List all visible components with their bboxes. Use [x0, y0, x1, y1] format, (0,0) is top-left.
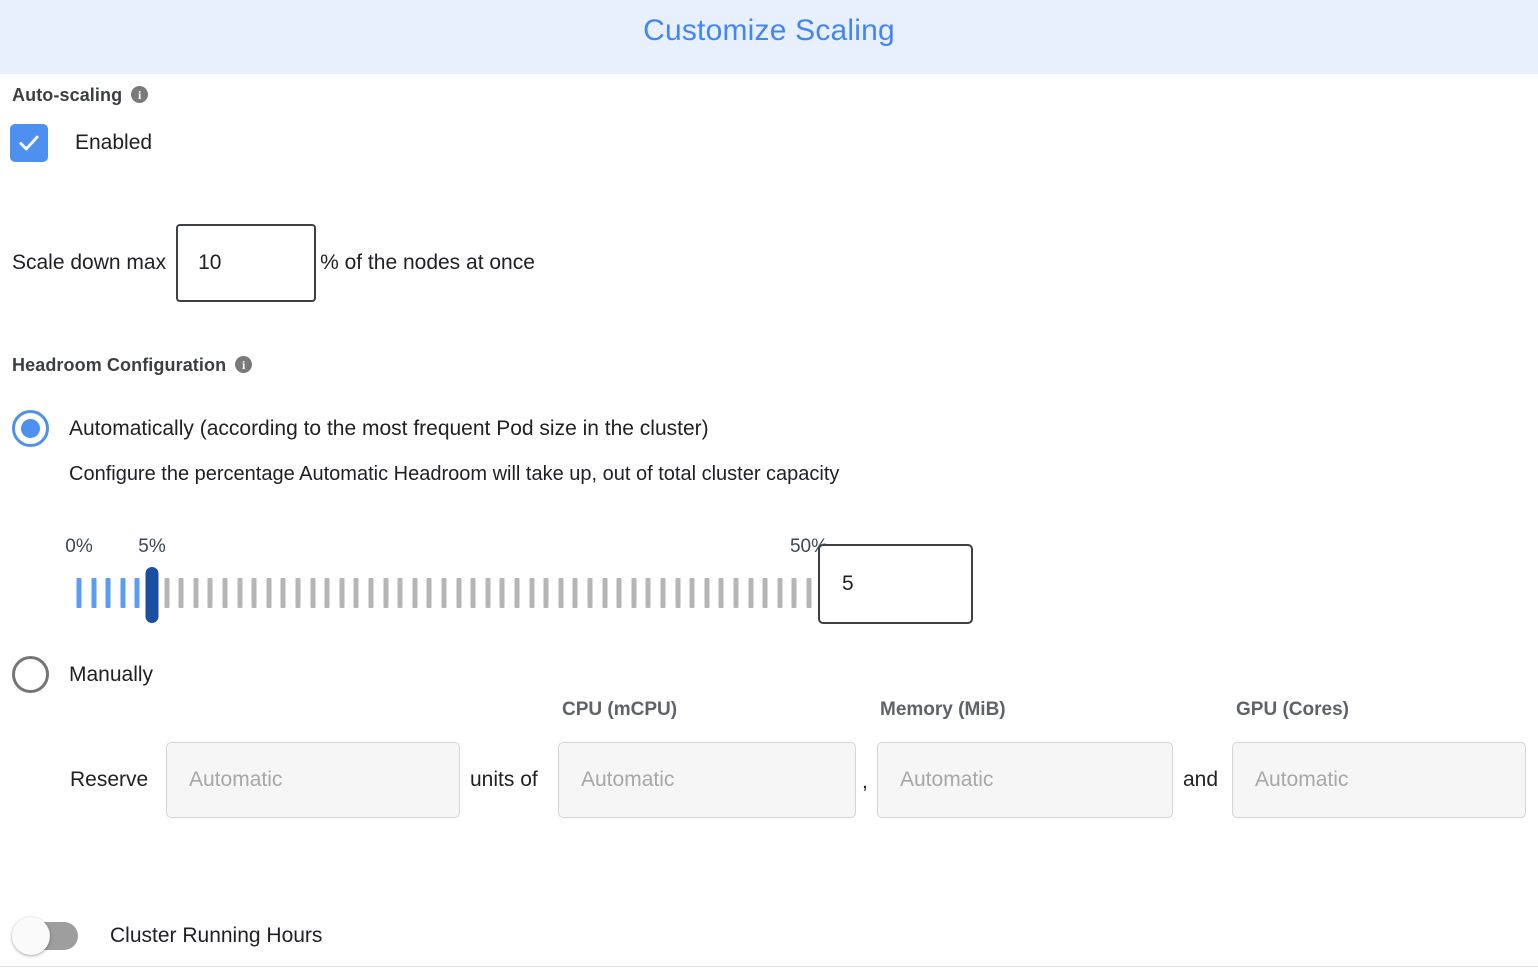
slider-tick: [456, 578, 462, 608]
enabled-checkbox-label: Enabled: [75, 131, 153, 154]
radio-option-manually[interactable]: Manually: [12, 656, 153, 693]
cluster-running-hours-toggle[interactable]: [12, 917, 78, 955]
scale-down-max-suffix: % of the nodes at once: [320, 251, 535, 274]
reserve-label: Reserve: [70, 768, 149, 791]
slider-tick: [339, 578, 345, 608]
slider-tick: [368, 578, 374, 608]
slider-tick: [645, 578, 651, 608]
slider-tick: [397, 578, 403, 608]
slider-tick: [280, 578, 286, 608]
slider-tick: [193, 578, 199, 608]
units-of-label: units of: [470, 768, 538, 791]
slider-tick: [791, 578, 797, 608]
panel-header: Customize Scaling: [0, 0, 1538, 74]
reserve-units-input[interactable]: Automatic: [166, 742, 460, 818]
slider-tick-label: 0%: [65, 536, 93, 557]
slider-thumb[interactable]: [145, 567, 159, 623]
page-title: Customize Scaling: [643, 14, 895, 47]
slider-tick: [514, 578, 520, 608]
column-header-cpu: CPU (mCPU): [562, 699, 678, 720]
slider-track[interactable]: [76, 567, 812, 623]
slider-tick: [572, 578, 578, 608]
headroom-section-label: Headroom Configuration i: [12, 355, 253, 376]
column-header-memory: Memory (MiB): [880, 699, 1006, 720]
slider-tick: [266, 578, 272, 608]
slider-tick: [704, 578, 710, 608]
slider-tick: [120, 578, 126, 608]
slider-tick: [134, 578, 140, 608]
slider-tick: [777, 578, 783, 608]
cluster-running-hours-label: Cluster Running Hours: [110, 924, 323, 947]
slider-tick: [660, 578, 666, 608]
info-icon[interactable]: i: [131, 86, 149, 103]
slider-tick: [718, 578, 724, 608]
bottom-divider: [0, 966, 1538, 967]
slider-tick: [587, 578, 593, 608]
slider-tick: [295, 578, 301, 608]
slider-tick: [529, 578, 535, 608]
slider-tick: [441, 578, 447, 608]
auto-scaling-section-label: Auto-scaling i: [12, 85, 149, 106]
slider-tick: [164, 578, 170, 608]
toggle-knob: [12, 917, 50, 955]
radio-option-automatically[interactable]: Automatically (according to the most fre…: [12, 410, 709, 447]
slider-tick: [178, 578, 184, 608]
scale-down-max-label: Scale down max: [12, 251, 167, 274]
slider-tick: [324, 578, 330, 608]
slider-tick: [237, 578, 243, 608]
slider-tick: [762, 578, 768, 608]
scale-down-max-row: Scale down max 10 % of the nodes at once: [12, 224, 535, 302]
slider-tick: [76, 578, 82, 608]
slider-tick: [602, 578, 608, 608]
column-header-gpu: GPU (Cores): [1236, 699, 1349, 720]
headroom-slider[interactable]: 0%5%50%: [65, 536, 828, 623]
slider-tick: [616, 578, 622, 608]
radio-label-automatically: Automatically (according to the most fre…: [69, 416, 709, 440]
info-icon[interactable]: i: [235, 356, 253, 373]
enabled-checkbox[interactable]: [10, 124, 48, 162]
slider-tick: [631, 578, 637, 608]
slider-tick: [748, 578, 754, 608]
headroom-percentage-input[interactable]: 5: [818, 544, 973, 624]
slider-tick-label: 5%: [138, 536, 166, 557]
slider-tick: [543, 578, 549, 608]
slider-tick: [675, 578, 681, 608]
slider-tick: [105, 578, 111, 608]
slider-tick: [733, 578, 739, 608]
slider-tick: [806, 578, 812, 608]
slider-tick: [91, 578, 97, 608]
radio-icon-selected[interactable]: [12, 410, 49, 447]
auto-scaling-title: Auto-scaling: [12, 85, 123, 105]
cpu-reserve-input[interactable]: Automatic: [558, 742, 856, 818]
radio-inner-dot: [21, 419, 40, 438]
auto-scaling-enabled-row[interactable]: Enabled: [10, 124, 152, 162]
slider-tick: [426, 578, 432, 608]
comma-separator: ,: [862, 770, 868, 793]
slider-tick: [222, 578, 228, 608]
slider-tick: [207, 578, 213, 608]
slider-tick: [251, 578, 257, 608]
headroom-title: Headroom Configuration: [12, 355, 227, 375]
slider-tick-labels: 0%5%50%: [65, 536, 828, 564]
cluster-running-hours-row[interactable]: Cluster Running Hours: [12, 917, 323, 955]
slider-tick: [485, 578, 491, 608]
radio-label-manually: Manually: [69, 662, 154, 686]
slider-tick: [310, 578, 316, 608]
slider-tick: [558, 578, 564, 608]
headroom-description: Configure the percentage Automatic Headr…: [69, 463, 840, 485]
slider-tick: [383, 578, 389, 608]
slider-tick: [689, 578, 695, 608]
gpu-reserve-input[interactable]: Automatic: [1232, 742, 1526, 818]
slider-tick: [499, 578, 505, 608]
and-label: and: [1183, 768, 1219, 791]
radio-icon-unselected[interactable]: [12, 656, 49, 693]
slider-tick: [412, 578, 418, 608]
memory-reserve-input[interactable]: Automatic: [877, 742, 1173, 818]
scale-down-max-input[interactable]: 10: [176, 224, 317, 302]
slider-tick: [353, 578, 359, 608]
check-icon: [19, 135, 39, 151]
slider-tick: [470, 578, 476, 608]
